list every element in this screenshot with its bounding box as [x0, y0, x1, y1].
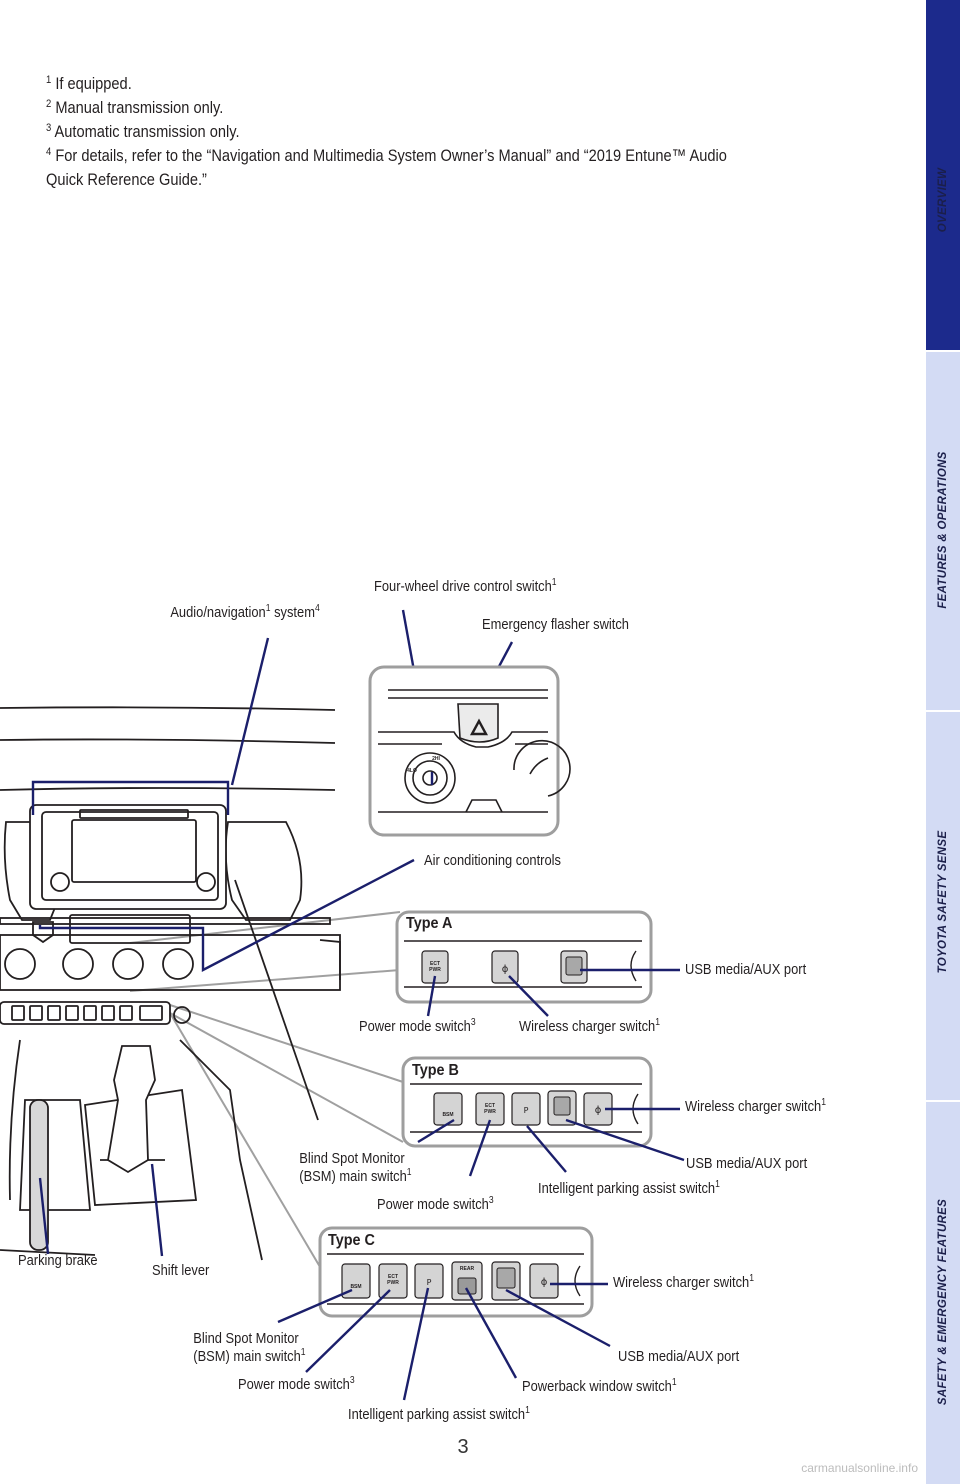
label-audio-navigation: Audio/navigation1 system4: [170, 603, 320, 622]
label-type-c-usb: USB media/AUX port: [618, 1348, 740, 1365]
label-type-c-wireless: Wireless charger switch1: [613, 1273, 754, 1292]
tab-safety-emergency[interactable]: SAFETY & EMERGENCY FEATURES: [926, 1102, 960, 1484]
type-b-bsm-text: BSM: [442, 1112, 453, 1118]
type-b-wireless-icon: ɸ: [595, 1105, 602, 1116]
label-type-a-wireless: Wireless charger switch1: [519, 1017, 660, 1036]
label-type-c-bsm: Blind Spot Monitor(BSM) main switch1: [193, 1330, 306, 1365]
label-type-b-bsm: Blind Spot Monitor(BSM) main switch1: [299, 1150, 412, 1185]
type-b-parking-icon: P: [524, 1106, 529, 1115]
label-type-c-power-mode: Power mode switch3: [238, 1375, 355, 1394]
label-type-a-usb: USB media/AUX port: [685, 961, 807, 978]
inset-2hi-text: 2HI: [432, 756, 440, 762]
type-c-panel: [318, 1226, 594, 1318]
type-b-pwr-text: PWR: [484, 1109, 496, 1115]
type-c-title: Type C: [328, 1232, 375, 1249]
label-type-a-power-mode: Power mode switch3: [359, 1017, 476, 1036]
type-c-parking-icon: P: [427, 1278, 432, 1287]
tab-overview-label: OVERVIEW: [937, 167, 949, 233]
footnote-3: 3 Automatic transmission only.: [46, 122, 240, 141]
hazard-4wd-inset: [368, 665, 571, 837]
label-type-b-wireless: Wireless charger switch1: [685, 1097, 826, 1116]
type-a-title: Type A: [406, 915, 453, 932]
watermark: carmanualsonline.info: [801, 1461, 918, 1475]
tab-toyota-safety-sense[interactable]: TOYOTA SAFETY SENSE: [926, 712, 960, 1100]
footnote-2: 2 Manual transmission only.: [46, 98, 224, 117]
label-type-c-parking: Intelligent parking assist switch1: [348, 1405, 530, 1424]
tab-features-operations[interactable]: FEATURES & OPERATIONS: [926, 352, 960, 710]
label-type-b-parking: Intelligent parking assist switch1: [538, 1179, 720, 1198]
dashboard-illustration: ECT PWR BSM ECT PWR BSM ECT PWR REAR 4LO…: [0, 609, 685, 1401]
footnotes: 1 If equipped. 2 Manual transmission onl…: [46, 72, 751, 192]
type-a-panel: [395, 910, 653, 1004]
tab-toyota-safety-sense-label: TOYOTA SAFETY SENSE: [937, 830, 949, 974]
label-shift-lever: Shift lever: [152, 1262, 210, 1279]
dashboard-outline: [0, 706, 341, 1261]
section-tabs: OVERVIEW FEATURES & OPERATIONS TOYOTA SA…: [926, 0, 960, 1484]
label-four-wheel-drive: Four-wheel drive control switch1: [374, 577, 557, 596]
type-a-pwr-text: PWR: [429, 967, 441, 973]
type-b-title: Type B: [412, 1062, 459, 1079]
type-a-wireless-icon: ɸ: [502, 964, 509, 975]
type-b-ect-text: ECT: [485, 1103, 495, 1109]
type-a-ect-text: ECT: [430, 961, 440, 967]
dashboard-diagram: ECT PWR BSM ECT PWR BSM ECT PWR REAR 4LO…: [0, 560, 926, 1440]
inset-4lo-text: 4LO: [407, 768, 417, 774]
label-parking-brake: Parking brake: [18, 1252, 98, 1269]
type-c-bsm-text: BSM: [350, 1284, 361, 1290]
page-number: 3: [457, 1436, 469, 1458]
label-type-c-powerback: Powerback window switch1: [522, 1377, 677, 1396]
type-c-pwr-text: PWR: [387, 1280, 399, 1286]
tab-safety-emergency-label: SAFETY & EMERGENCY FEATURES: [937, 1198, 949, 1406]
type-c-ect-text: ECT: [388, 1274, 398, 1280]
tab-features-operations-label: FEATURES & OPERATIONS: [937, 451, 949, 609]
label-emergency-flasher: Emergency flasher switch: [482, 616, 629, 633]
label-type-b-usb: USB media/AUX port: [686, 1155, 808, 1172]
label-type-b-power-mode: Power mode switch3: [377, 1195, 494, 1214]
footnote-1: 1 If equipped.: [46, 74, 132, 93]
type-c-wireless-icon: ɸ: [541, 1277, 548, 1288]
footnote-4: 4 For details, refer to the “Navigation …: [46, 146, 727, 189]
tab-overview[interactable]: OVERVIEW: [926, 0, 960, 350]
type-c-rear-text: REAR: [460, 1266, 475, 1272]
label-air-conditioning: Air conditioning controls: [424, 852, 561, 869]
